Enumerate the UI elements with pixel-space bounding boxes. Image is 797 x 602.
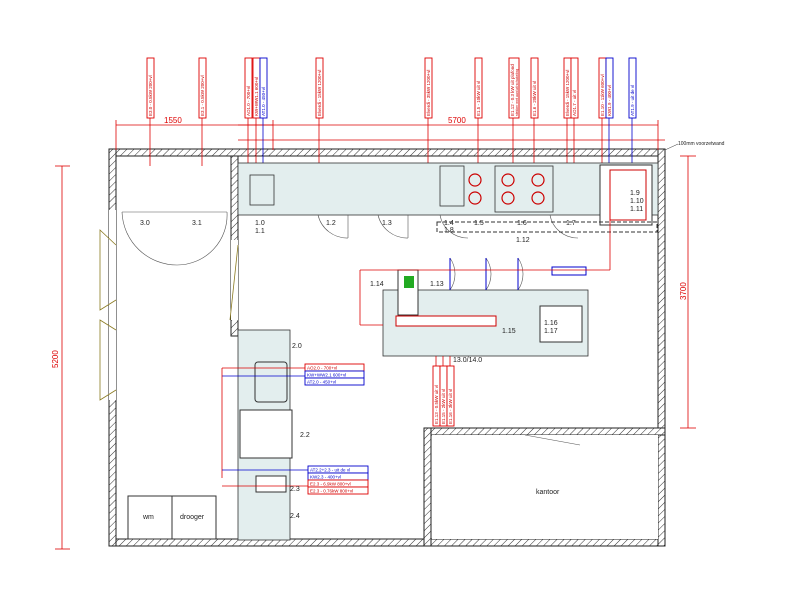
- label: stekker met aan/uit schakeling: [515, 69, 519, 116]
- dim-5200: 5200: [51, 350, 60, 368]
- dim-1550: 1550: [164, 116, 182, 125]
- room-drooger: drooger: [180, 514, 205, 521]
- label: 1.17: [544, 328, 558, 335]
- top-connection-tags: E3.0 - 0.5kW 200+vl E3.1 - 0.5kW 200+vl …: [146, 57, 637, 166]
- label: 1.10: [630, 198, 644, 205]
- label: KW+WW2.1 600+vl: [307, 373, 346, 378]
- item-numbers: 1.0 1.1 1.2 1.3 1.4 1.8 1.5 1.6 1.7 1.9 …: [140, 190, 644, 520]
- room-kantoor: kantoor: [536, 489, 560, 496]
- label: 1.15: [502, 328, 516, 335]
- label: 3.1: [192, 220, 202, 227]
- island: [359, 180, 611, 357]
- label: 1.1: [255, 228, 265, 235]
- label: E2.3 - 0.76kW 800+vl: [310, 489, 353, 494]
- room-wm: wm: [142, 514, 154, 521]
- label: 1.2: [326, 220, 336, 227]
- label: 3.0: [140, 220, 150, 227]
- label: 1.3: [382, 220, 392, 227]
- label: 2.0: [292, 343, 302, 350]
- label: 1.9: [630, 190, 640, 197]
- label: 1.13: [430, 281, 444, 288]
- label: E1.5 - 10kW uit vl: [476, 81, 481, 116]
- label: E1.10 - 11kW 600+vl: [600, 74, 605, 116]
- label: E1.15 - 2kW uit vl: [441, 389, 446, 424]
- label: 2.2: [300, 432, 310, 439]
- label: 1.5: [474, 220, 484, 227]
- bottom-tags: AT2.2+2.3 - uit de vl KW2.3 - 400+vl E2.…: [307, 465, 369, 495]
- label: AT2.2+2.3 - uit de vl: [310, 468, 350, 473]
- label: KW2.3 - 400+vl: [310, 475, 341, 480]
- dim-5700: 5700: [448, 116, 466, 125]
- label: E3.1 - 0.5kW 200+vl: [200, 75, 205, 116]
- wall-note: 100mm voorzetwand: [678, 141, 725, 147]
- label: 1.8: [444, 227, 454, 234]
- label: 1.6: [517, 220, 527, 227]
- label: E1.16 - 3kW uit vl: [448, 389, 453, 424]
- label: 13.0/14.0: [453, 357, 482, 364]
- label: E1.13 - 0.5kW uit vl: [434, 385, 439, 424]
- label: AT1.9 - uit de vl: [630, 85, 635, 116]
- label: 1.14: [370, 281, 384, 288]
- label: E3.0 - 0.5kW 200+vl: [148, 75, 153, 116]
- label: KW1.9 - 400+vl: [607, 85, 612, 116]
- walls: [108, 148, 666, 547]
- left-counter: [221, 329, 310, 541]
- label: AT1.0 - 450+vl: [261, 87, 266, 116]
- label: 1.0: [255, 220, 265, 227]
- label: 1.11: [630, 206, 643, 213]
- label: Elverdi - 15kW 1200+vl: [565, 70, 570, 116]
- label: E1.6 - 20kW uit vl: [532, 81, 537, 116]
- label: KW+WW1.1 600+vl: [254, 77, 259, 116]
- island-tags: E1.13 - 0.5kW uit vl E1.15 - 2kW uit vl …: [432, 356, 455, 427]
- label: 1.7: [566, 220, 576, 227]
- label: Elverdi - 15kW 1200+vl: [317, 70, 322, 116]
- label: 1.12: [516, 237, 530, 244]
- label: 2.4: [290, 513, 300, 520]
- dimension-lines: 1550 5700 5200 3700 100mm voorzetwand: [51, 116, 725, 550]
- label: 1.4: [444, 220, 454, 227]
- label: AO2.0 - 700+vl: [307, 366, 337, 371]
- left-room: wm drooger kantoor: [99, 211, 658, 540]
- label: AO1.0 - 700+vl: [246, 86, 251, 116]
- back-counter: [237, 162, 659, 239]
- label: Elverdi - 35kW 1200+vl: [426, 70, 431, 116]
- label: AO1.7 - uit vl: [572, 90, 577, 116]
- dim-3700: 3700: [679, 282, 688, 300]
- label: 1.16: [544, 320, 558, 327]
- label: E2.3 - 6.9kW 800+vl: [310, 482, 351, 487]
- label: E1.12 - 0.3 kW uit plafond: [510, 64, 515, 116]
- label: 2.3: [290, 486, 300, 493]
- side-tags: AO2.0 - 700+vl KW+WW2.1 600+vl AT2.0 - 4…: [304, 363, 365, 386]
- label: AT2.0 - 450+vl: [307, 380, 336, 385]
